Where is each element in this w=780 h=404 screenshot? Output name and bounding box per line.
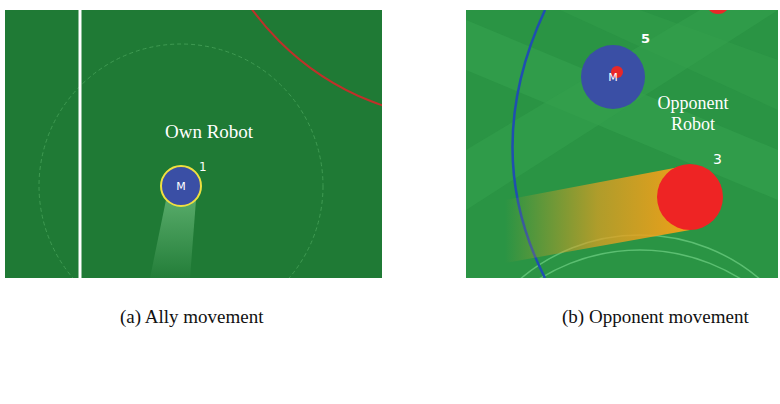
ally-panel — [5, 10, 382, 278]
robot-letter: M — [608, 72, 618, 83]
opponent-panel — [466, 10, 778, 278]
callout-number: 1 — [199, 161, 207, 175]
robot-circle: M — [581, 45, 645, 109]
robot-label: Own Robot — [165, 121, 253, 143]
robot-letter: M — [176, 181, 186, 192]
callout-number: 3 — [713, 151, 722, 167]
robot-label: Opponent Robot — [634, 93, 752, 134]
robot-circle: M — [161, 166, 201, 206]
subfigure-caption: (a) Ally movement — [120, 306, 264, 328]
callout-number: 5 — [641, 32, 650, 47]
subfigure-caption: (b) Opponent movement — [562, 306, 749, 328]
